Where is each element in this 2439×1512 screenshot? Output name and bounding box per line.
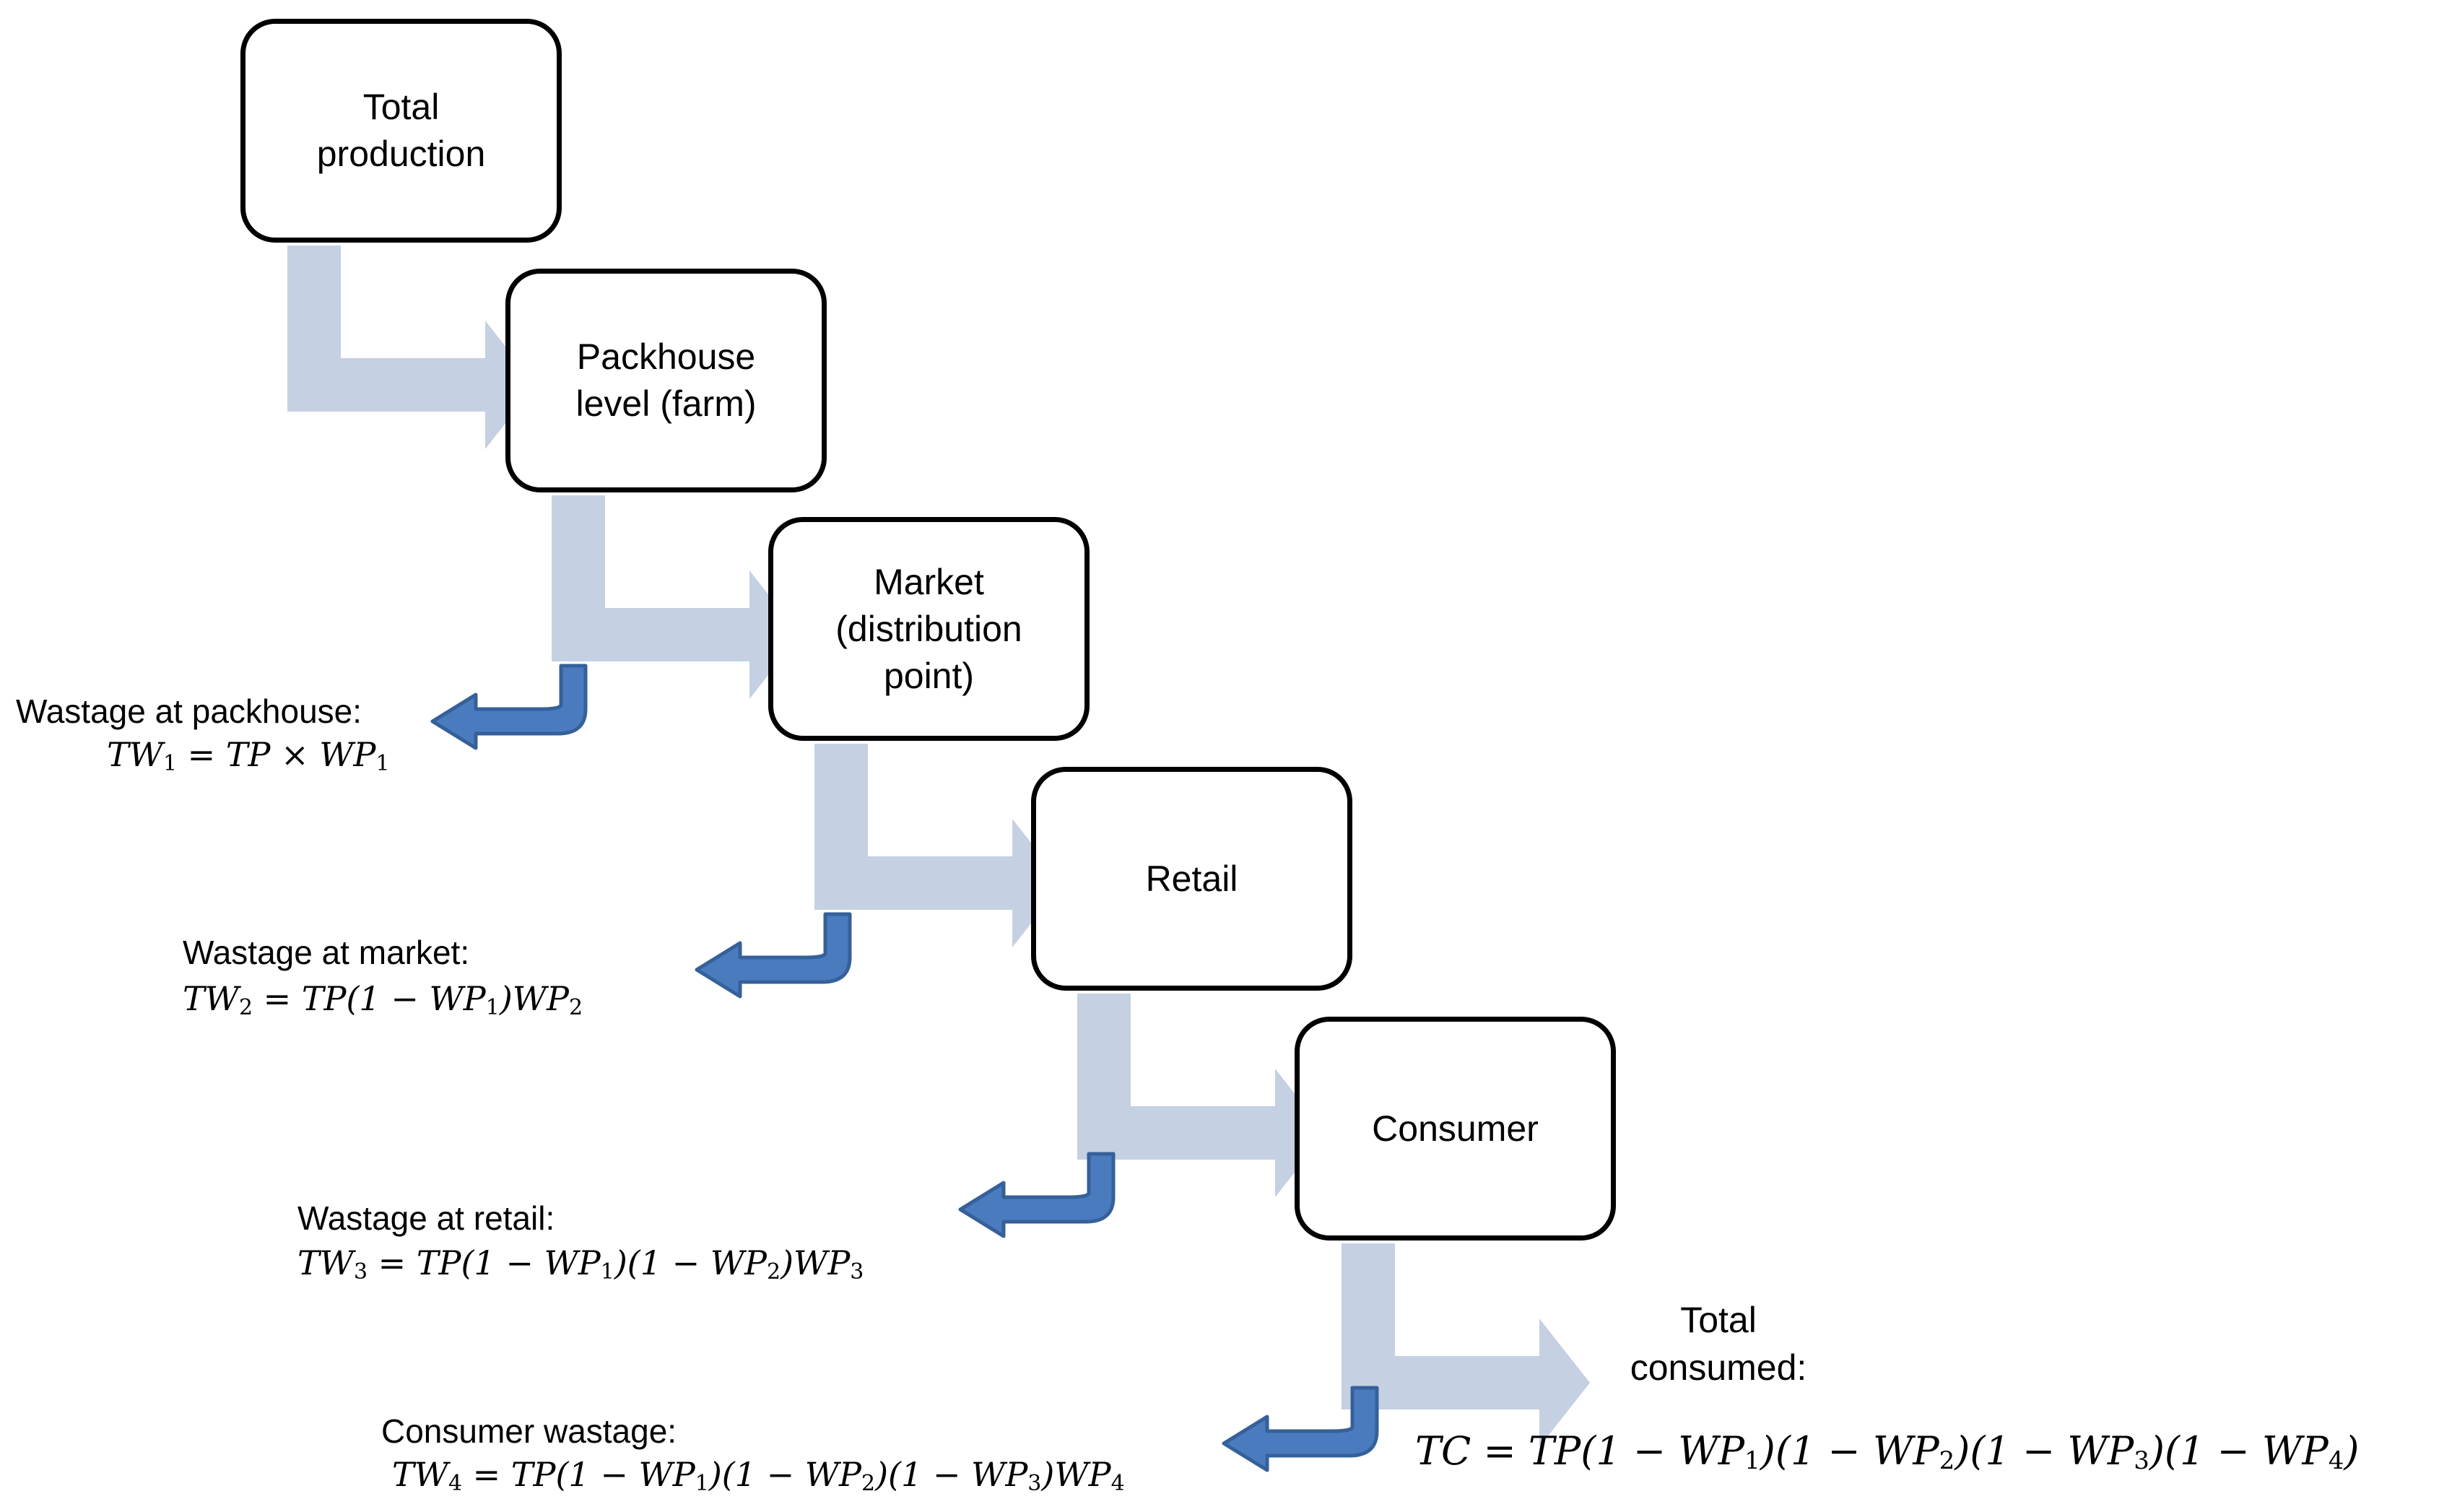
stage-market: Market (distribution point) <box>768 517 1090 741</box>
flow-arrow-1 <box>287 246 536 449</box>
stage-market-label: Market (distribution point) <box>835 561 1022 696</box>
stage-consumer: Consumer <box>1295 1017 1616 1241</box>
stage-retail: Retail <box>1031 767 1352 991</box>
stage-retail-label: Retail <box>1145 858 1238 899</box>
wastage-consumer-formula: TW4 = TP(1 − WP1)(1 − WP2)(1 − WP3)WP4 <box>392 1455 1125 1496</box>
wastage-market-formula-text: TW2 = TP(1 − WP1)WP2 <box>183 979 583 1020</box>
stage-consumer-label: Consumer <box>1372 1108 1539 1149</box>
stage-packhouse: Packhouse level (farm) <box>505 269 827 492</box>
wastage-packhouse-formula: TW1 = TP × WP1 <box>107 735 390 776</box>
wastage-consumer-formula-text: TW4 = TP(1 − WP1)(1 − WP2)(1 − WP3)WP4 <box>392 1455 1125 1496</box>
wastage-arrow-3 <box>958 1152 1116 1238</box>
wastage-retail-formula: TW3 = TP(1 − WP1)(1 − WP2)WP3 <box>297 1243 864 1285</box>
total-consumed-label: Total consumed: <box>1630 1300 1807 1388</box>
wastage-packhouse-label: Wastage at packhouse: <box>16 692 362 730</box>
wastage-market-formula: TW2 = TP(1 − WP1)WP2 <box>183 979 583 1020</box>
wastage-retail-formula-text: TW3 = TP(1 − WP1)(1 − WP2)WP3 <box>297 1243 864 1285</box>
wastage-retail-label: Wastage at retail: <box>297 1199 555 1237</box>
wastage-arrow-4 <box>1222 1386 1379 1472</box>
wastage-arrow-1 <box>430 664 588 750</box>
stage-total-production: Total production <box>240 19 562 243</box>
wastage-packhouse-formula-text: TW1 = TP × WP1 <box>107 735 390 776</box>
wastage-consumer-label: Consumer wastage: <box>381 1412 677 1450</box>
total-consumed-formula: TC = TP(1 − WP1)(1 − WP2)(1 − WP3)(1 − W… <box>1415 1428 2359 1475</box>
stage-total-production-label: Total production <box>316 87 486 174</box>
stage-packhouse-label: Packhouse level (farm) <box>575 336 757 424</box>
flow-arrow-5 <box>1342 1243 1590 1447</box>
flow-arrow-3 <box>814 744 1063 947</box>
wastage-arrow-2 <box>695 912 852 999</box>
total-consumed-formula-text: TC = TP(1 − WP1)(1 − WP2)(1 − WP3)(1 − W… <box>1415 1428 2360 1475</box>
wastage-market-label: Wastage at market: <box>183 934 470 971</box>
flow-arrow-4 <box>1077 994 1326 1197</box>
flow-arrow-2 <box>552 495 800 699</box>
